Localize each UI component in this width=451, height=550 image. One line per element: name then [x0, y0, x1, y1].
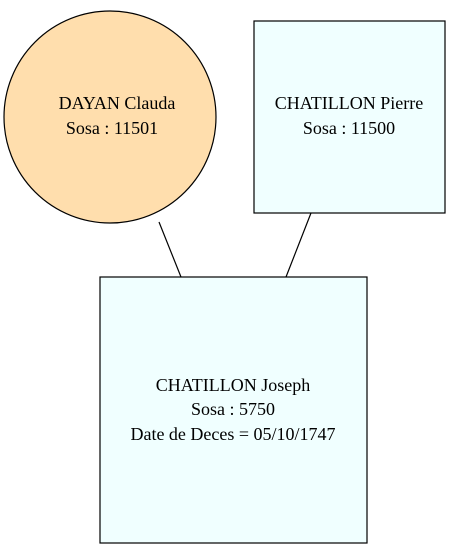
father-node-shape: [253, 20, 446, 214]
child-death-date: Date de Deces = 05/10/1747: [130, 424, 335, 444]
edge-mother-to-child: [158, 221, 182, 278]
child-sosa: Sosa : 5750: [191, 399, 275, 419]
father-sosa: Sosa : 11500: [303, 118, 395, 138]
person-node-father[interactable]: CHATILLON Pierre Sosa : 11500: [253, 20, 446, 214]
mother-node-shape: [3, 10, 217, 224]
father-name: CHATILLON Pierre: [275, 93, 423, 113]
person-node-mother[interactable]: DAYAN Clauda Sosa : 11501: [3, 10, 217, 224]
mother-sosa: Sosa : 11501: [66, 118, 158, 138]
person-node-child[interactable]: CHATILLON Joseph Sosa : 5750 Date de Dec…: [99, 276, 368, 544]
edge-father-to-child: [285, 212, 312, 278]
child-name: CHATILLON Joseph: [156, 375, 311, 395]
child-node-shape: [99, 276, 368, 544]
mother-name: DAYAN Clauda: [59, 93, 176, 113]
